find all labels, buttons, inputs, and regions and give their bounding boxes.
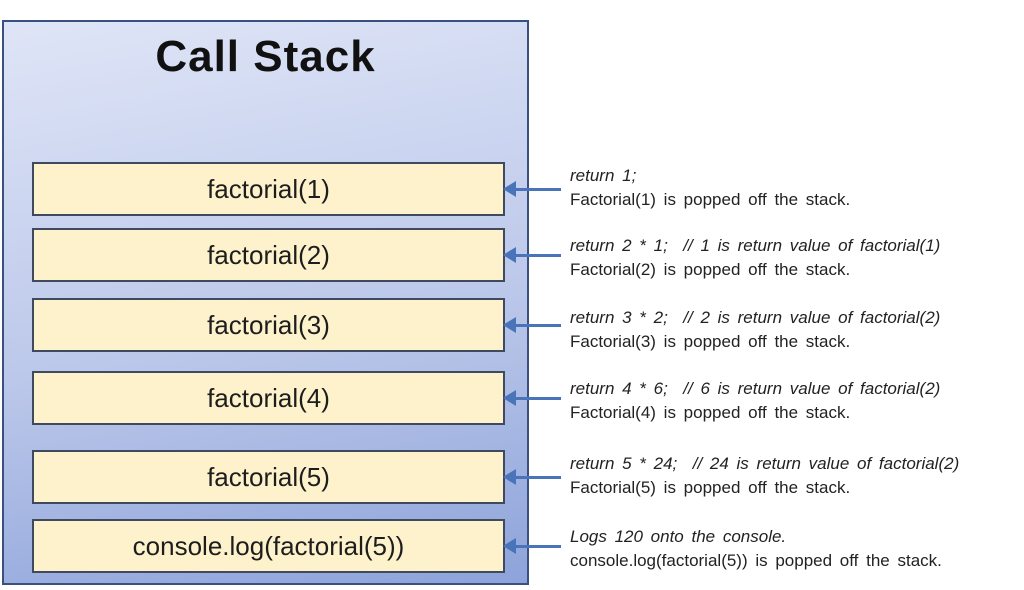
annotation-code: Logs 120 onto the console. (570, 527, 787, 546)
left-arrow-icon (503, 181, 561, 197)
arrowhead-icon (503, 469, 516, 485)
annotation-code: return 3 * 2; // 2 is return value of fa… (570, 308, 941, 327)
arrowhead-icon (503, 181, 516, 197)
stack-frame-factorial-1: factorial(1) (32, 162, 505, 216)
stack-frame-console-log: console.log(factorial(5)) (32, 519, 505, 573)
stack-frame-factorial-2: factorial(2) (32, 228, 505, 282)
annotation-factorial-1: return 1; Factorial(1) is popped off the… (570, 164, 1022, 212)
stack-frame-label: factorial(1) (207, 173, 330, 204)
stack-frame-label: console.log(factorial(5)) (132, 530, 405, 561)
stack-frame-label: factorial(5) (207, 461, 330, 492)
annotation-code: return 2 * 1; // 1 is return value of fa… (570, 236, 941, 255)
stack-frame-factorial-4: factorial(4) (32, 371, 505, 425)
annotation-note: Factorial(3) is popped off the stack. (570, 332, 851, 351)
annotation-code: return 4 * 6; // 6 is return value of fa… (570, 379, 941, 398)
arrowhead-icon (503, 317, 516, 333)
stack-frame-label: factorial(2) (207, 239, 330, 270)
left-arrow-icon (503, 469, 561, 485)
arrowhead-icon (503, 390, 516, 406)
stack-frame-factorial-5: factorial(5) (32, 450, 505, 504)
diagram-title: Call Stack (155, 32, 376, 81)
arrow-shaft (516, 187, 561, 191)
annotation-note: Factorial(2) is popped off the stack. (570, 260, 851, 279)
left-arrow-icon (503, 538, 561, 554)
arrow-shaft (516, 544, 561, 548)
annotation-factorial-3: return 3 * 2; // 2 is return value of fa… (570, 306, 1022, 354)
annotation-factorial-5: return 5 * 24; // 24 is return value of … (570, 452, 1022, 500)
stack-frame-factorial-3: factorial(3) (32, 298, 505, 352)
arrow-shaft (516, 475, 561, 479)
arrow-shaft (516, 323, 561, 327)
left-arrow-icon (503, 317, 561, 333)
arrowhead-icon (503, 538, 516, 554)
annotation-factorial-2: return 2 * 1; // 1 is return value of fa… (570, 234, 1022, 282)
annotation-factorial-4: return 4 * 6; // 6 is return value of fa… (570, 377, 1022, 425)
stack-frame-label: factorial(4) (207, 382, 330, 413)
annotation-note: Factorial(5) is popped off the stack. (570, 478, 851, 497)
annotation-note: console.log(factorial(5)) is popped off … (570, 551, 942, 570)
annotation-code: return 5 * 24; // 24 is return value of … (570, 454, 960, 473)
call-stack-panel: Call Stack factorial(1) factorial(2) fac… (2, 20, 529, 585)
annotation-note: Factorial(4) is popped off the stack. (570, 403, 851, 422)
arrowhead-icon (503, 247, 516, 263)
left-arrow-icon (503, 247, 561, 263)
arrow-shaft (516, 396, 561, 400)
arrow-shaft (516, 253, 561, 257)
stack-frame-label: factorial(3) (207, 309, 330, 340)
annotation-note: Factorial(1) is popped off the stack. (570, 190, 851, 209)
annotation-code: return 1; (570, 166, 637, 185)
annotation-console-log: Logs 120 onto the console. console.log(f… (570, 525, 1022, 573)
left-arrow-icon (503, 390, 561, 406)
